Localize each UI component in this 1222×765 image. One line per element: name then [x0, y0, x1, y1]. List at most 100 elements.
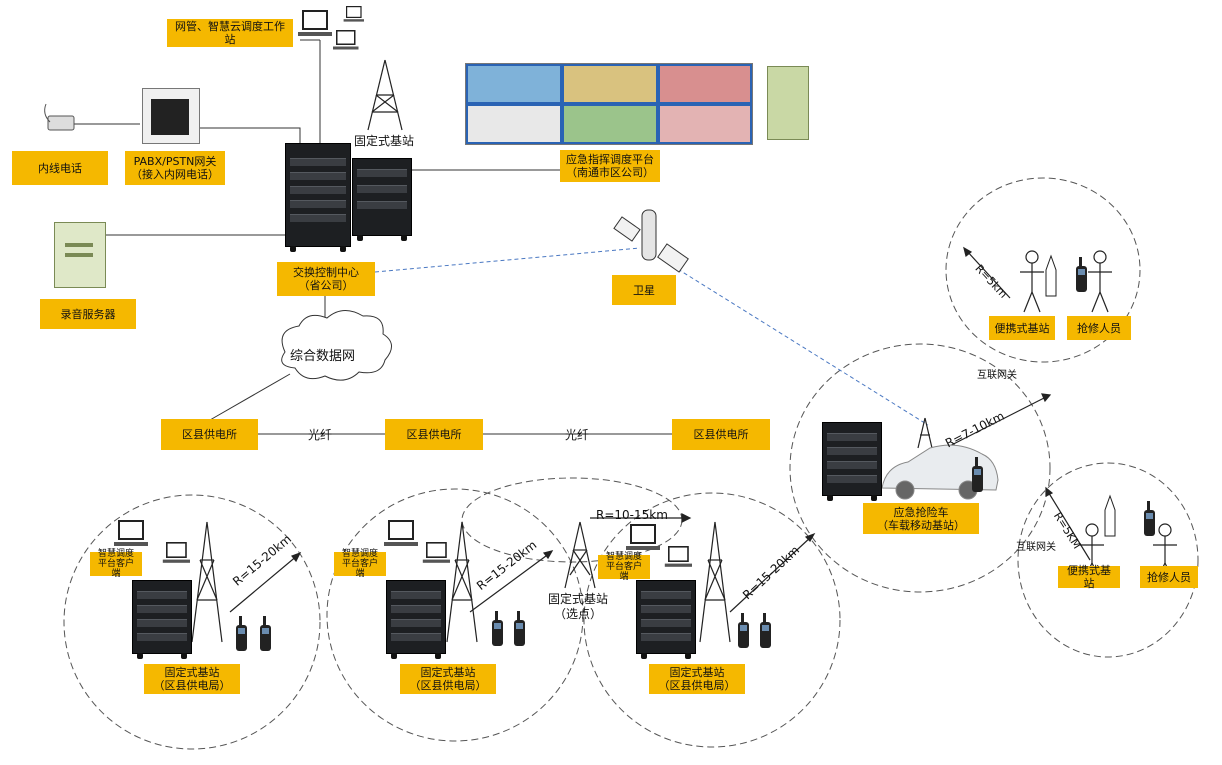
label-text: 智慧调度平台客户端: [605, 552, 642, 582]
portable-station-label: 便携式基站: [1058, 564, 1120, 590]
county-supply-label: 区县供电所: [161, 419, 258, 450]
radio-tower-icon: [917, 417, 933, 449]
internet-gateway-text: 互联网关: [977, 370, 1017, 381]
rack-cabinet-icon: [352, 158, 412, 241]
rack-cabinet-icon: [636, 580, 696, 659]
label-text: 固定式基站: [669, 666, 725, 679]
label-text: 应急抢险车: [893, 505, 949, 519]
coverage-circle-right: [583, 492, 841, 748]
label-subtext: （接入内网电话）: [131, 168, 219, 181]
cloud-icon: [281, 310, 392, 381]
handheld-radio-icon: [492, 611, 503, 646]
fixed-station-top-text: 固定式基站: [354, 134, 415, 148]
emergency-vehicle-label: 应急抢险车（车载移动基站）: [863, 503, 979, 534]
handheld-radio-icon: [738, 613, 749, 648]
dispatch-client-label: 智慧调度平台客户端: [334, 549, 386, 579]
handheld-radio-icon: [514, 611, 525, 646]
label-text: 抢修人员: [1147, 570, 1191, 584]
dispatch-client-label: 智慧调度平台客户端: [598, 552, 650, 582]
person-icon: [1088, 250, 1112, 313]
portable-station-label: 便携式基站: [989, 316, 1055, 340]
internet-gateway-text: 互联网关: [1016, 542, 1056, 553]
fixed-station-county-label: 固定式基站（区县供电局）: [400, 664, 496, 694]
label-text: 固定式基站: [420, 666, 476, 679]
repair-staff-label: 抢修人员: [1140, 566, 1198, 588]
label-text: 固定式基站: [164, 666, 220, 679]
label-subtext: （区县供电局）: [153, 679, 231, 692]
label-text: 抢修人员: [1077, 321, 1121, 335]
vehicle-icon: [881, 444, 999, 500]
fixed-station-county-label: 固定式基站（区县供电局）: [144, 664, 240, 694]
switch-center-label: 交换控制中心（省公司）: [277, 262, 375, 296]
radio-tower-icon: [699, 521, 731, 643]
rack-cabinet-icon: [285, 143, 351, 252]
handheld-radio-icon: [760, 613, 771, 648]
telephone-icon: [44, 103, 75, 131]
portable-base-station-icon: [1045, 254, 1057, 297]
server-tower-icon: [142, 88, 200, 144]
label-subtext: （南通市区公司）: [566, 166, 654, 179]
repair-staff-label: 抢修人员: [1067, 316, 1131, 340]
label-subtext: （区县供电局）: [409, 679, 487, 692]
label-text: 卫星: [633, 283, 655, 297]
handheld-radio-icon: [236, 616, 247, 651]
pabx-gateway-label: PABX/PSTN网关（接入内网电话）: [125, 151, 225, 185]
coverage-circle-portable-bottom: [1017, 462, 1199, 658]
coverage-circle-portable-top: [945, 177, 1141, 363]
radio-tower-icon: [564, 521, 596, 589]
handheld-radio-icon: [972, 457, 983, 492]
label-subtext: （车载移动基站）: [877, 518, 965, 532]
fixed-station-county-label: 固定式基站（区县供电局）: [649, 664, 745, 694]
label-text: 网管、智慧云调度工作站: [175, 20, 285, 46]
portable-base-station-icon: [1104, 494, 1116, 537]
video-wall-icon: [465, 63, 753, 145]
recording-server-label: 录音服务器: [40, 299, 136, 329]
label-text: 区县供电所: [406, 428, 462, 441]
handheld-radio-icon: [1144, 501, 1155, 536]
rack-cabinet-icon: [386, 580, 446, 659]
radio-tower-icon: [446, 521, 478, 643]
label-text: PABX/PSTN网关: [133, 155, 217, 168]
satellite-label: 卫星: [612, 275, 676, 305]
internal-phone-label: 内线电话: [12, 151, 108, 185]
label-text: 区县供电所: [693, 428, 749, 441]
handheld-radio-icon: [260, 616, 271, 651]
fiber-text: 光纤: [565, 428, 590, 442]
nms-workstation-label: 网管、智慧云调度工作站: [167, 19, 293, 47]
county-supply-label: 区县供电所: [385, 419, 483, 450]
label-text: 内线电话: [38, 161, 82, 175]
label-text: 交换控制中心: [293, 266, 359, 279]
label-text: 录音服务器: [60, 307, 116, 321]
handheld-radio-icon: [1076, 257, 1087, 292]
rack-cabinet-icon: [822, 422, 882, 501]
label-text: 智慧调度平台客户端: [97, 549, 134, 579]
dispatch-client-label: 智慧调度平台客户端: [90, 549, 142, 579]
radio-tower-icon: [191, 521, 223, 643]
fiber-text: 光纤: [308, 428, 333, 442]
satellite-icon: [613, 209, 689, 273]
coverage-circle-center: [326, 488, 584, 742]
label-subtext: （省公司）: [298, 279, 354, 292]
rack-cabinet-icon: [132, 580, 192, 659]
data-network-text: 综合数据网: [290, 349, 356, 364]
label-text: 便携式基站: [994, 321, 1050, 335]
person-icon: [1020, 250, 1044, 313]
coverage-circle-vehicle: [789, 343, 1051, 593]
label-text: 区县供电所: [182, 428, 237, 441]
radius-text: R=10-15km: [596, 508, 668, 522]
label-text: 智慧调度平台客户端: [341, 549, 378, 579]
label-subtext: （选点）: [554, 607, 603, 621]
server-tower-icon: [767, 66, 809, 140]
label-text: 应急指挥调度平台: [566, 153, 654, 166]
label-text: 便携式基站: [1067, 564, 1111, 590]
label-subtext: （区县供电局）: [658, 679, 736, 692]
server-tower-icon: [54, 222, 106, 288]
command-platform-label: 应急指挥调度平台（南通市区公司）: [560, 150, 660, 182]
label-text: 固定式基站: [548, 592, 609, 606]
fixed-station-select-text: 固定式基站 （选点）: [548, 592, 608, 622]
county-supply-label: 区县供电所: [672, 419, 770, 450]
coverage-circle-left: [63, 494, 321, 750]
radio-tower-icon: [367, 59, 403, 131]
